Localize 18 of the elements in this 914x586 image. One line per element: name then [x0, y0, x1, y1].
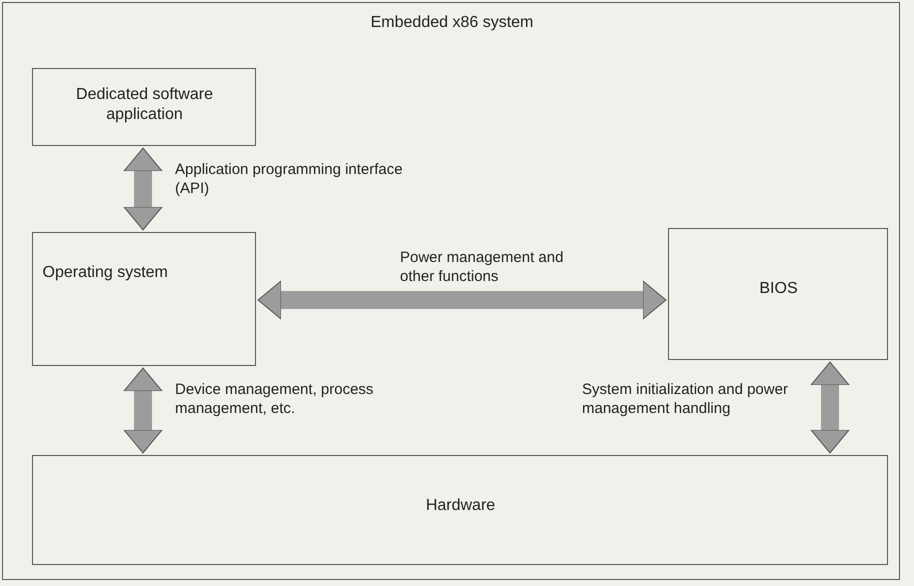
system-frame — [2, 2, 900, 580]
edge-label: Device management, process management, etc. — [175, 380, 374, 418]
double-arrow — [124, 368, 162, 454]
component-box — [32, 454, 888, 564]
edge-label: Application programming interface (API) — [175, 160, 404, 198]
edge-label: System initialization and power management handling — [582, 380, 789, 418]
box-label: Operating system — [42, 262, 169, 282]
double-arrow — [124, 148, 162, 230]
double-arrow — [258, 280, 666, 320]
edge-label: Power management and other functions — [400, 248, 564, 286]
double-arrow — [810, 362, 850, 454]
box-label: Dedicated software application — [75, 84, 214, 124]
component-box — [668, 228, 888, 360]
box-label: Embedded x86 system — [370, 13, 534, 33]
box-label: Hardware — [424, 496, 496, 516]
component-box — [32, 232, 256, 366]
component-box — [32, 68, 256, 146]
box-label: BIOS — [758, 278, 799, 298]
